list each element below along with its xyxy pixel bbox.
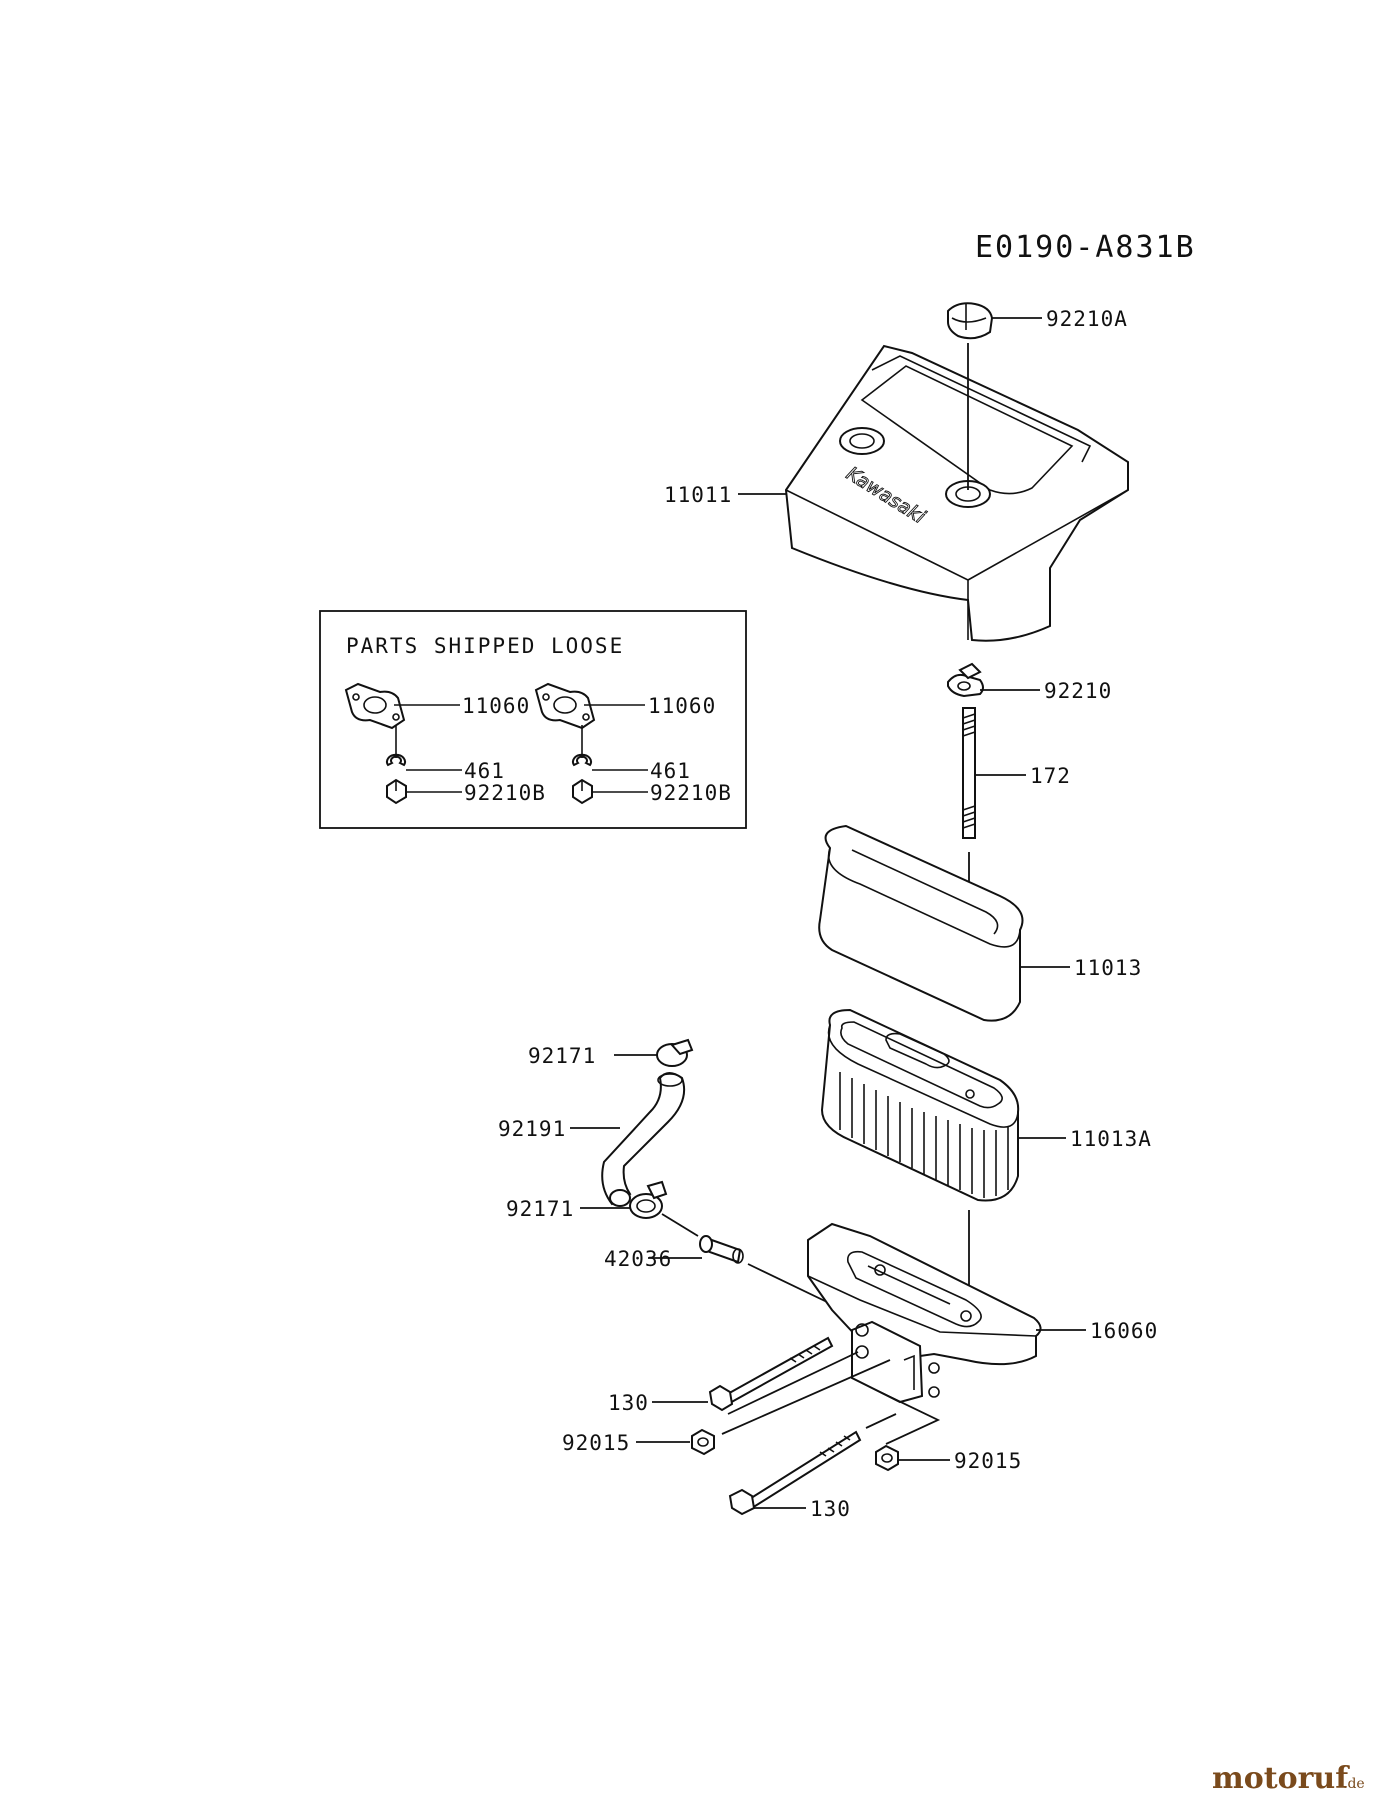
label-11013: 11013 (1074, 956, 1142, 980)
air-filter-element-11013A (820, 1008, 1020, 1202)
label-92210B-left: 92210B (464, 781, 546, 805)
label-11011: 11011 (664, 483, 732, 507)
breather-hose-92191 (601, 1072, 686, 1207)
label-92171-top: 92171 (528, 1044, 596, 1068)
label-11060-left: 11060 (462, 694, 530, 718)
label-172: 172 (1030, 764, 1071, 788)
watermark-logo: motoruf .de (1212, 1761, 1365, 1796)
air-cleaner-base-16060 (807, 1222, 1042, 1404)
label-92210B-right: 92210B (650, 781, 732, 805)
label-461-right: 461 (650, 759, 691, 783)
label-92171-bottom: 92171 (506, 1197, 574, 1221)
pre-cleaner-11013 (818, 824, 1024, 1022)
label-92015-right: 92015 (954, 1449, 1022, 1473)
parts-shipped-loose-box: PARTS SHIPPED LOOSE (319, 610, 747, 829)
hose-clamp-92171-bottom (629, 1180, 668, 1219)
breather-fitting-42036 (699, 1235, 744, 1264)
nut-right (572, 778, 593, 805)
gasket-left (344, 682, 406, 730)
label-461-left: 461 (464, 759, 505, 783)
label-16060: 16060 (1090, 1319, 1158, 1343)
label-92191: 92191 (498, 1117, 566, 1141)
washer-right (572, 753, 592, 767)
hose-clamp-92171-top (656, 1038, 694, 1067)
label-42036: 42036 (604, 1247, 672, 1271)
label-92210: 92210 (1044, 679, 1112, 703)
label-92015-left: 92015 (562, 1431, 630, 1455)
diagram-code: E0190-A831B (975, 230, 1196, 265)
gasket-right (534, 682, 596, 730)
wing-nut-92210 (947, 662, 984, 698)
bolt-130-top (708, 1336, 834, 1412)
bolt-130-bottom (728, 1430, 862, 1516)
loose-box-title: PARTS SHIPPED LOOSE (346, 634, 624, 658)
washer-left (386, 753, 406, 767)
flange-nut-92015-right (875, 1444, 899, 1472)
flange-nut-92015-left (691, 1428, 715, 1456)
watermark-main: motoruf (1212, 1761, 1350, 1796)
label-92210A: 92210A (1046, 307, 1128, 331)
watermark-suffix: .de (1343, 1776, 1365, 1792)
label-130-bottom: 130 (810, 1497, 851, 1521)
label-11060-right: 11060 (648, 694, 716, 718)
air-cleaner-cover-11011: Kawasaki (784, 344, 1129, 642)
label-130-top: 130 (608, 1391, 649, 1415)
label-11013A: 11013A (1070, 1127, 1152, 1151)
stud-172 (962, 707, 976, 839)
nut-left (386, 778, 407, 805)
knob-92210A (947, 302, 994, 340)
